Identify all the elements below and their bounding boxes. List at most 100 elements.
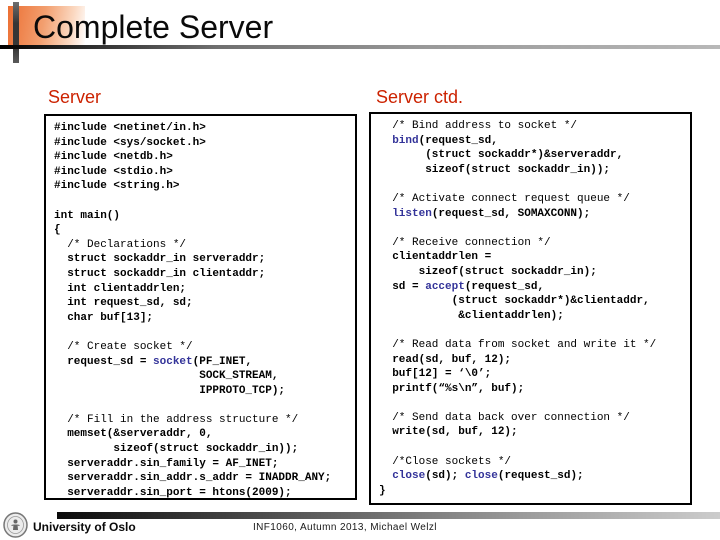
syscall-keyword: accept [425, 280, 465, 293]
code-text: request_sd = [54, 355, 154, 368]
code-text [379, 470, 392, 482]
code-line: write(sd, buf, 12); [379, 425, 690, 440]
syscall-keyword: close [464, 470, 498, 483]
code-text: char buf[13]; [54, 311, 154, 324]
syscall-keyword: bind [392, 134, 419, 147]
code-text: (sd); [425, 470, 465, 483]
code-line: /* Send data back over connection */ [379, 411, 690, 426]
code-line: #include <string.h> [54, 179, 355, 194]
code-line: serveraddr.sin_addr.s_addr = INADDR_ANY; [54, 471, 355, 486]
code-block-server-ctd: /* Bind address to socket */ bind(reques… [371, 114, 690, 498]
code-line: bind(request_sd, [379, 134, 690, 149]
code-block-server: #include <netinet/in.h> #include <sys/soc… [46, 116, 355, 500]
slide-title: Complete Server [33, 9, 274, 45]
code-line: int clientaddrlen; [54, 282, 355, 297]
code-line: int request_sd, sd; [54, 296, 355, 311]
code-text: memset(&serveraddr, 0, [54, 428, 213, 441]
code-text: (PF_INET, [192, 355, 253, 368]
code-line [379, 323, 690, 338]
code-line: #include <netdb.h> [54, 150, 355, 165]
code-line: } [379, 484, 690, 499]
server-code-box: #include <netinet/in.h> #include <sys/soc… [44, 114, 357, 500]
code-line [54, 398, 355, 413]
code-text: IPPROTO_TCP); [54, 384, 286, 397]
code-line: /*Close sockets */ [379, 455, 690, 470]
code-comment: /* Read data from socket and write it */ [379, 338, 657, 351]
code-text: (request_sd, SOMAXCONN); [431, 207, 591, 220]
footer-institution: University of Oslo [33, 520, 136, 534]
code-line: (struct sockaddr*)&serveraddr, [379, 148, 690, 163]
code-text: sizeof(struct sockaddr_in); [379, 265, 597, 278]
code-line: struct sockaddr_in clientaddr; [54, 267, 355, 282]
code-comment: /*Close sockets */ [379, 455, 512, 468]
code-line: int main() [54, 209, 355, 224]
syscall-keyword: close [392, 470, 426, 483]
title-rule [0, 45, 720, 49]
code-line: /* Create socket */ [54, 340, 355, 355]
footer-course-info: INF1060, Autumn 2013, Michael Welzl [253, 522, 437, 533]
code-text: struct sockaddr_in clientaddr; [54, 267, 266, 280]
code-line [54, 325, 355, 340]
code-comment: /* Receive connection */ [379, 236, 551, 249]
code-line: close(sd); close(request_sd); [379, 469, 690, 484]
code-line [379, 396, 690, 411]
code-line: memset(&serveraddr, 0, [54, 427, 355, 442]
code-line: /* Bind address to socket */ [379, 119, 690, 134]
code-text: read(sd, buf, 12); [379, 353, 512, 366]
code-line: request_sd = socket(PF_INET, [54, 355, 355, 370]
code-text [379, 135, 392, 147]
code-line [379, 221, 690, 236]
code-text: serveraddr.sin_port = htons(2009); [54, 486, 292, 499]
code-comment: /* Fill in the address structure */ [54, 413, 299, 426]
code-line: SOCK_STREAM, [54, 369, 355, 384]
code-text: clientaddrlen = [379, 251, 492, 264]
code-text: serveraddr.sin_family = AF_INET; [54, 457, 279, 470]
code-text: #include <netinet/in.h> [54, 122, 206, 134]
code-line: listen(request_sd, SOMAXCONN); [379, 207, 690, 222]
code-text: (request_sd, [464, 280, 545, 293]
code-text: serveraddr.sin_addr.s_addr = INADDR_ANY; [54, 472, 332, 485]
code-line: serveraddr.sin_family = AF_INET; [54, 457, 355, 472]
code-line: #include <stdio.h> [54, 165, 355, 180]
code-text: (request_sd, [418, 134, 498, 147]
code-line: sizeof(struct sockaddr_in)); [379, 163, 690, 178]
code-text: #include <stdio.h> [54, 165, 173, 178]
code-line: /* Receive connection */ [379, 236, 690, 251]
code-line: (struct sockaddr*)&clientaddr, [379, 294, 690, 309]
code-text: (struct sockaddr*)&serveraddr, [379, 149, 624, 162]
code-line [379, 177, 690, 192]
code-line: buf[12] = ‘\0’; [379, 367, 690, 382]
code-text: (request_sd); [497, 470, 584, 483]
code-comment: /* Send data back over connection */ [379, 411, 630, 424]
code-text: (struct sockaddr*)&clientaddr, [379, 295, 650, 308]
accent-vertical-bar [13, 2, 19, 63]
code-text: buf[12] = ‘\0’; [379, 368, 492, 381]
code-line: &clientaddrlen); [379, 309, 690, 324]
code-text: &clientaddrlen); [379, 309, 564, 322]
code-text: write(sd, buf, 12); [379, 426, 518, 439]
code-text: { [54, 224, 61, 237]
code-line: char buf[13]; [54, 311, 355, 326]
code-line: clientaddrlen = [379, 250, 690, 265]
code-line: sd = accept(request_sd, [379, 280, 690, 295]
code-line [379, 440, 690, 455]
uio-seal-icon [3, 512, 28, 538]
code-line: #include <sys/socket.h> [54, 136, 355, 151]
code-comment: /* Declarations */ [54, 238, 187, 251]
code-text: #include <string.h> [54, 180, 180, 193]
code-line: #include <netinet/in.h> [54, 121, 355, 136]
code-text: printf(“%s\n”, buf); [379, 382, 525, 395]
code-line: IPPROTO_TCP); [54, 384, 355, 399]
code-line: sizeof(struct sockaddr_in); [379, 265, 690, 280]
code-line: serveraddr.sin_port = htons(2009); [54, 486, 355, 501]
code-line: printf(“%s\n”, buf); [379, 382, 690, 397]
code-line: /* Activate connect request queue */ [379, 192, 690, 207]
server-ctd-code-box: /* Bind address to socket */ bind(reques… [369, 112, 692, 505]
code-text: struct sockaddr_in serveraddr; [54, 253, 266, 266]
code-text: SOCK_STREAM, [54, 370, 279, 383]
code-text [379, 208, 392, 220]
syscall-keyword: socket [153, 355, 193, 368]
syscall-keyword: listen [392, 207, 432, 220]
code-text: int clientaddrlen; [54, 282, 187, 295]
code-text: int request_sd, sd; [54, 297, 193, 310]
